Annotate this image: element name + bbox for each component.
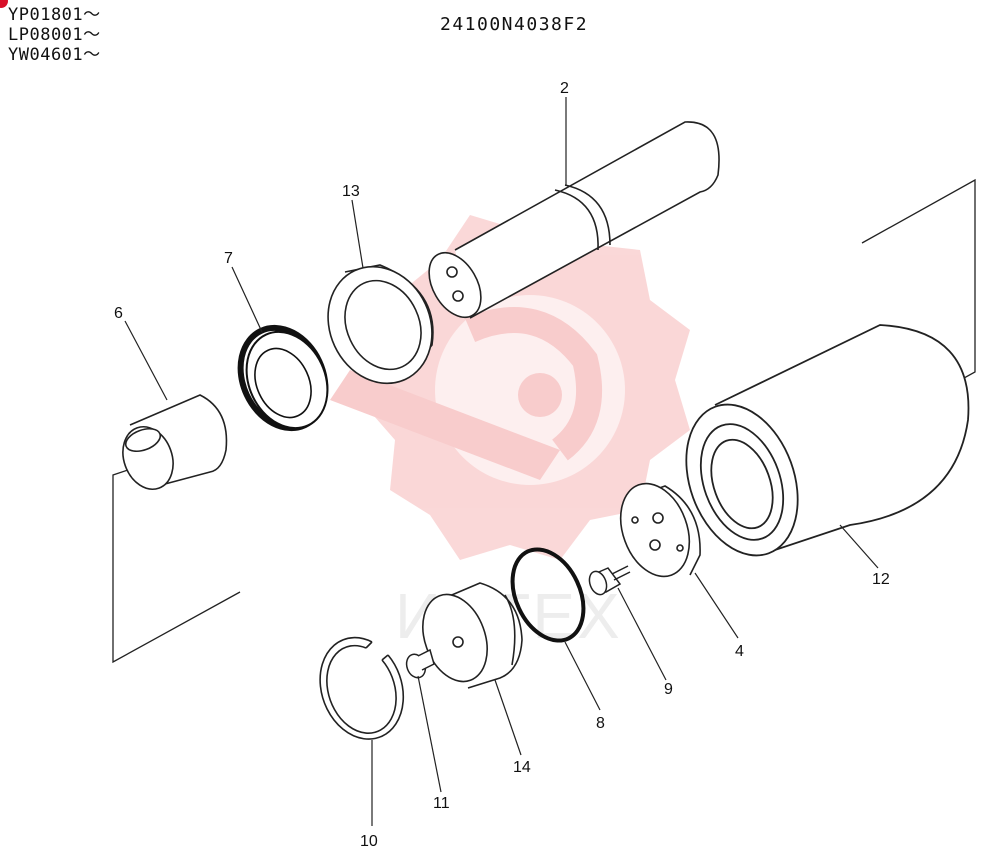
bushing-part [122, 394, 228, 490]
floating-seal-part [237, 324, 329, 432]
part-label-7: 7 [224, 250, 233, 267]
part-label-4: 4 [735, 643, 744, 660]
part-label-8: 8 [596, 715, 605, 732]
serial-range-1: YP01801～ [8, 5, 101, 25]
serial-range-2: LP08001～ [8, 25, 101, 45]
drawing-code: 24100N4038F2 [440, 14, 589, 35]
seal-ring-part [327, 264, 434, 385]
corner-marker [0, 0, 8, 8]
part-label-14: 14 [513, 759, 531, 776]
collar-part [422, 582, 523, 689]
part-label-13: 13 [342, 183, 360, 200]
part-label-9: 9 [664, 681, 673, 698]
plug-screw-part [588, 565, 631, 596]
part-label-2: 2 [560, 80, 569, 97]
cover-plate-part [619, 482, 701, 578]
snap-ring-part [319, 636, 405, 740]
o-ring-part [510, 547, 586, 643]
watermark-gear-logo [330, 210, 690, 560]
shaft-part [428, 121, 720, 319]
part-number-labels: 2 4 6 7 8 9 10 11 12 13 14 [114, 80, 890, 850]
part-label-10: 10 [360, 833, 378, 850]
leader-lines [124, 97, 879, 826]
part-label-12: 12 [872, 571, 890, 588]
plug-part [405, 648, 435, 679]
roller-part [685, 324, 970, 557]
part-label-11: 11 [433, 795, 450, 812]
serial-range-3: YW04601～ [8, 45, 101, 65]
part-label-6: 6 [114, 305, 123, 322]
